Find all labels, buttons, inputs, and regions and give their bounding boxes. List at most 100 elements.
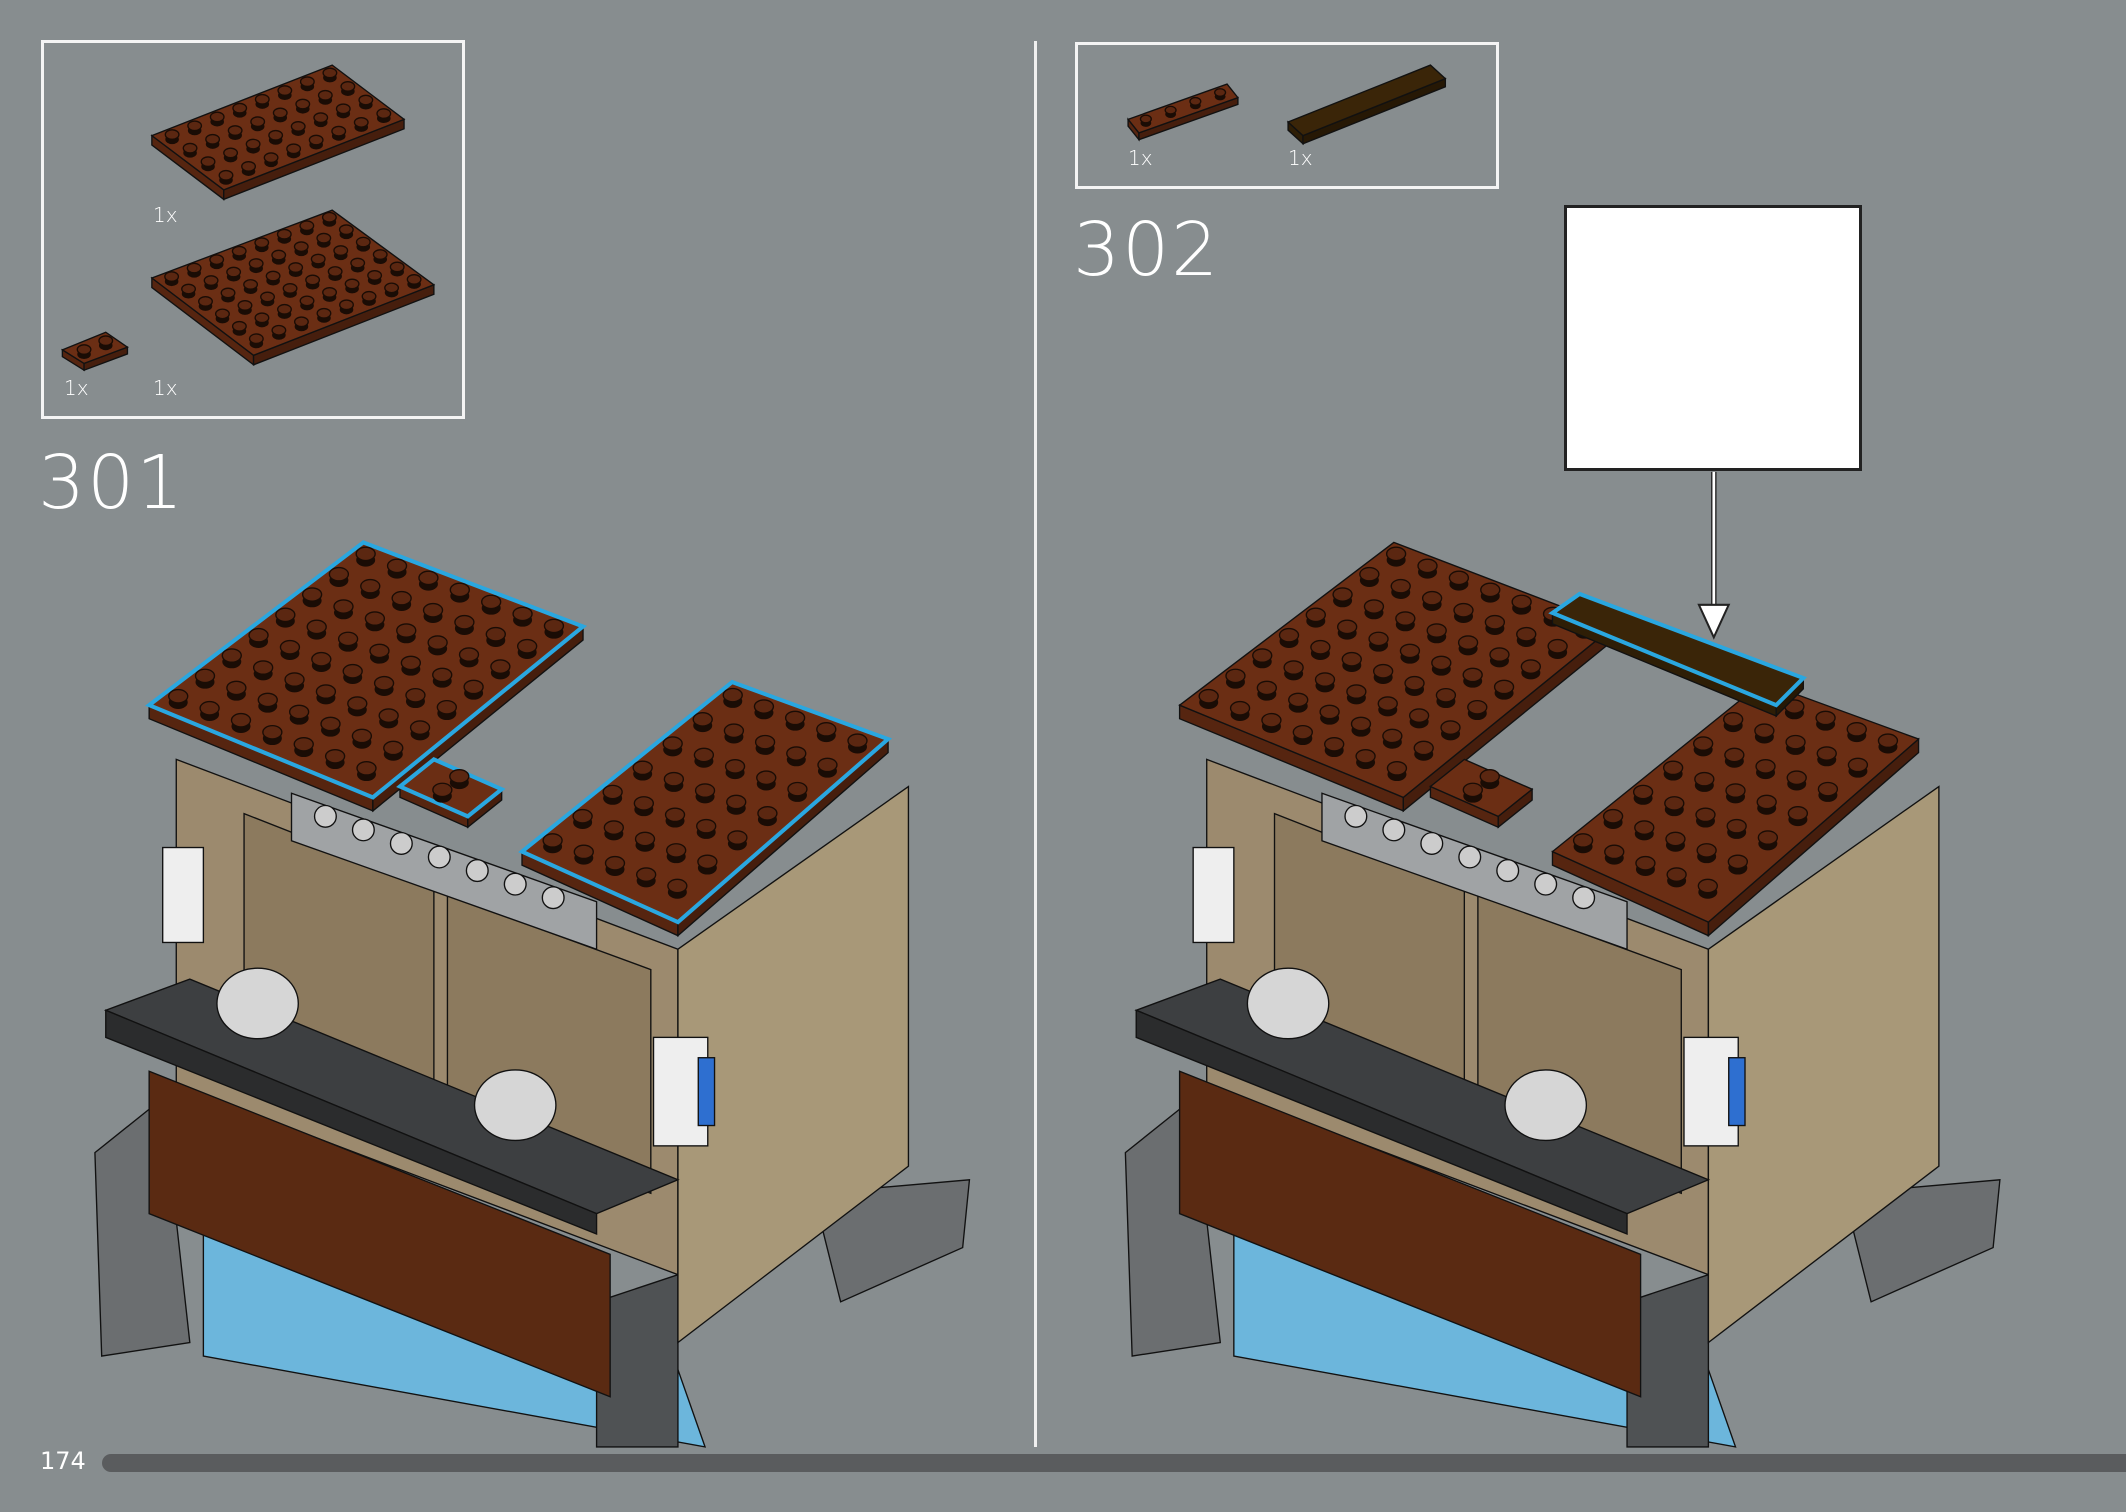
stud-top bbox=[1314, 672, 1336, 687]
brick-top bbox=[1286, 64, 1447, 137]
technic-hole bbox=[1572, 886, 1596, 910]
technic-hole bbox=[503, 872, 527, 896]
stud-top bbox=[481, 594, 502, 610]
stud-top bbox=[1399, 643, 1421, 659]
stud-top bbox=[279, 639, 301, 655]
stud-top bbox=[386, 558, 408, 574]
part-qty: 1x bbox=[1288, 146, 1313, 170]
stud-top bbox=[186, 262, 202, 274]
stud-top bbox=[632, 760, 653, 776]
stud-top bbox=[1368, 631, 1389, 647]
stud-top bbox=[1372, 663, 1394, 679]
stud-top bbox=[276, 228, 292, 240]
stud-top bbox=[372, 249, 388, 260]
stud-top bbox=[369, 643, 390, 659]
stud-top bbox=[339, 299, 354, 311]
stud-top bbox=[1355, 748, 1376, 764]
stud-top bbox=[1484, 614, 1506, 630]
stud-top bbox=[1724, 747, 1745, 763]
part-tile-1x6 bbox=[1286, 64, 1447, 146]
stud-top bbox=[199, 700, 220, 716]
stud-top bbox=[248, 627, 269, 643]
stud-top bbox=[1754, 723, 1775, 739]
page-divider bbox=[1034, 41, 1037, 1447]
parts-illustrations bbox=[60, 64, 1447, 372]
stud-top bbox=[724, 759, 746, 774]
stud-top bbox=[320, 716, 341, 732]
stud-top bbox=[299, 76, 315, 88]
stud-top bbox=[252, 660, 274, 675]
new-tile-dark-brown bbox=[1548, 591, 1807, 718]
stud-top bbox=[237, 299, 253, 311]
stud-top bbox=[1479, 769, 1500, 784]
stud-top bbox=[288, 704, 310, 720]
stud-top bbox=[257, 692, 278, 708]
stud-top bbox=[1139, 114, 1152, 124]
technic-hole bbox=[1458, 845, 1482, 869]
stud-top bbox=[458, 647, 480, 662]
technic-hole bbox=[389, 831, 413, 855]
stud-top bbox=[1363, 599, 1385, 614]
stud-top bbox=[1516, 626, 1537, 642]
white-bracket bbox=[162, 846, 205, 944]
top-plate-right bbox=[1551, 681, 1920, 938]
stud-top bbox=[432, 782, 453, 798]
stud-top bbox=[203, 275, 219, 286]
page-progress-bar bbox=[102, 1454, 2126, 1472]
arrow-down-icon bbox=[1697, 603, 1731, 640]
stud-top bbox=[1189, 96, 1202, 106]
stud-top bbox=[490, 659, 511, 674]
stud-top bbox=[1520, 659, 1542, 674]
stud-top bbox=[356, 760, 377, 776]
stud-top bbox=[293, 241, 309, 253]
tan-side-wall bbox=[1707, 785, 1940, 1344]
stud-top bbox=[316, 307, 332, 319]
stud-top bbox=[1666, 867, 1687, 882]
stud-top bbox=[322, 286, 338, 298]
part-qty: 1x bbox=[64, 376, 89, 400]
technic-hole bbox=[1382, 818, 1406, 842]
stud-top bbox=[355, 546, 376, 562]
stud-top bbox=[1214, 88, 1227, 98]
part-plate-1x4 bbox=[1126, 83, 1240, 142]
stud-top bbox=[218, 169, 234, 181]
part-qty: 1x bbox=[1128, 146, 1153, 170]
stud-top bbox=[757, 806, 778, 821]
stud-top bbox=[1448, 570, 1470, 586]
stud-top bbox=[324, 748, 346, 764]
stud-top bbox=[634, 831, 656, 847]
stud-top bbox=[214, 308, 230, 320]
brick-top bbox=[1126, 83, 1240, 134]
stud-top bbox=[288, 262, 304, 273]
stud-top bbox=[353, 116, 369, 128]
stud-top bbox=[604, 855, 626, 871]
stud-top bbox=[1305, 607, 1326, 623]
stud-top bbox=[358, 94, 374, 106]
stud-top bbox=[1252, 648, 1273, 663]
stud-top bbox=[1817, 781, 1839, 797]
stud-top bbox=[847, 733, 868, 749]
stud-top bbox=[310, 253, 326, 265]
stud-top bbox=[1493, 679, 1515, 695]
stud-top bbox=[389, 261, 405, 273]
stud-top bbox=[284, 672, 305, 687]
stud-top bbox=[1462, 782, 1483, 798]
stud-top bbox=[1292, 724, 1313, 740]
stud-top bbox=[696, 818, 717, 834]
stud-top bbox=[697, 854, 718, 870]
stud-top bbox=[542, 833, 563, 848]
stud-top bbox=[664, 807, 686, 823]
stud-top bbox=[1462, 667, 1483, 683]
stud-top bbox=[361, 290, 377, 302]
stud-top bbox=[290, 121, 306, 132]
stud-top bbox=[243, 279, 259, 290]
stud-top bbox=[396, 623, 417, 638]
stud-top bbox=[1632, 784, 1654, 800]
ledge-side bbox=[1135, 1009, 1628, 1236]
stud-top bbox=[693, 747, 715, 763]
stud-top bbox=[383, 740, 404, 756]
stud-top bbox=[1278, 627, 1300, 643]
stud-top bbox=[198, 296, 213, 307]
stud-top bbox=[164, 129, 180, 141]
stud-top bbox=[726, 794, 747, 810]
